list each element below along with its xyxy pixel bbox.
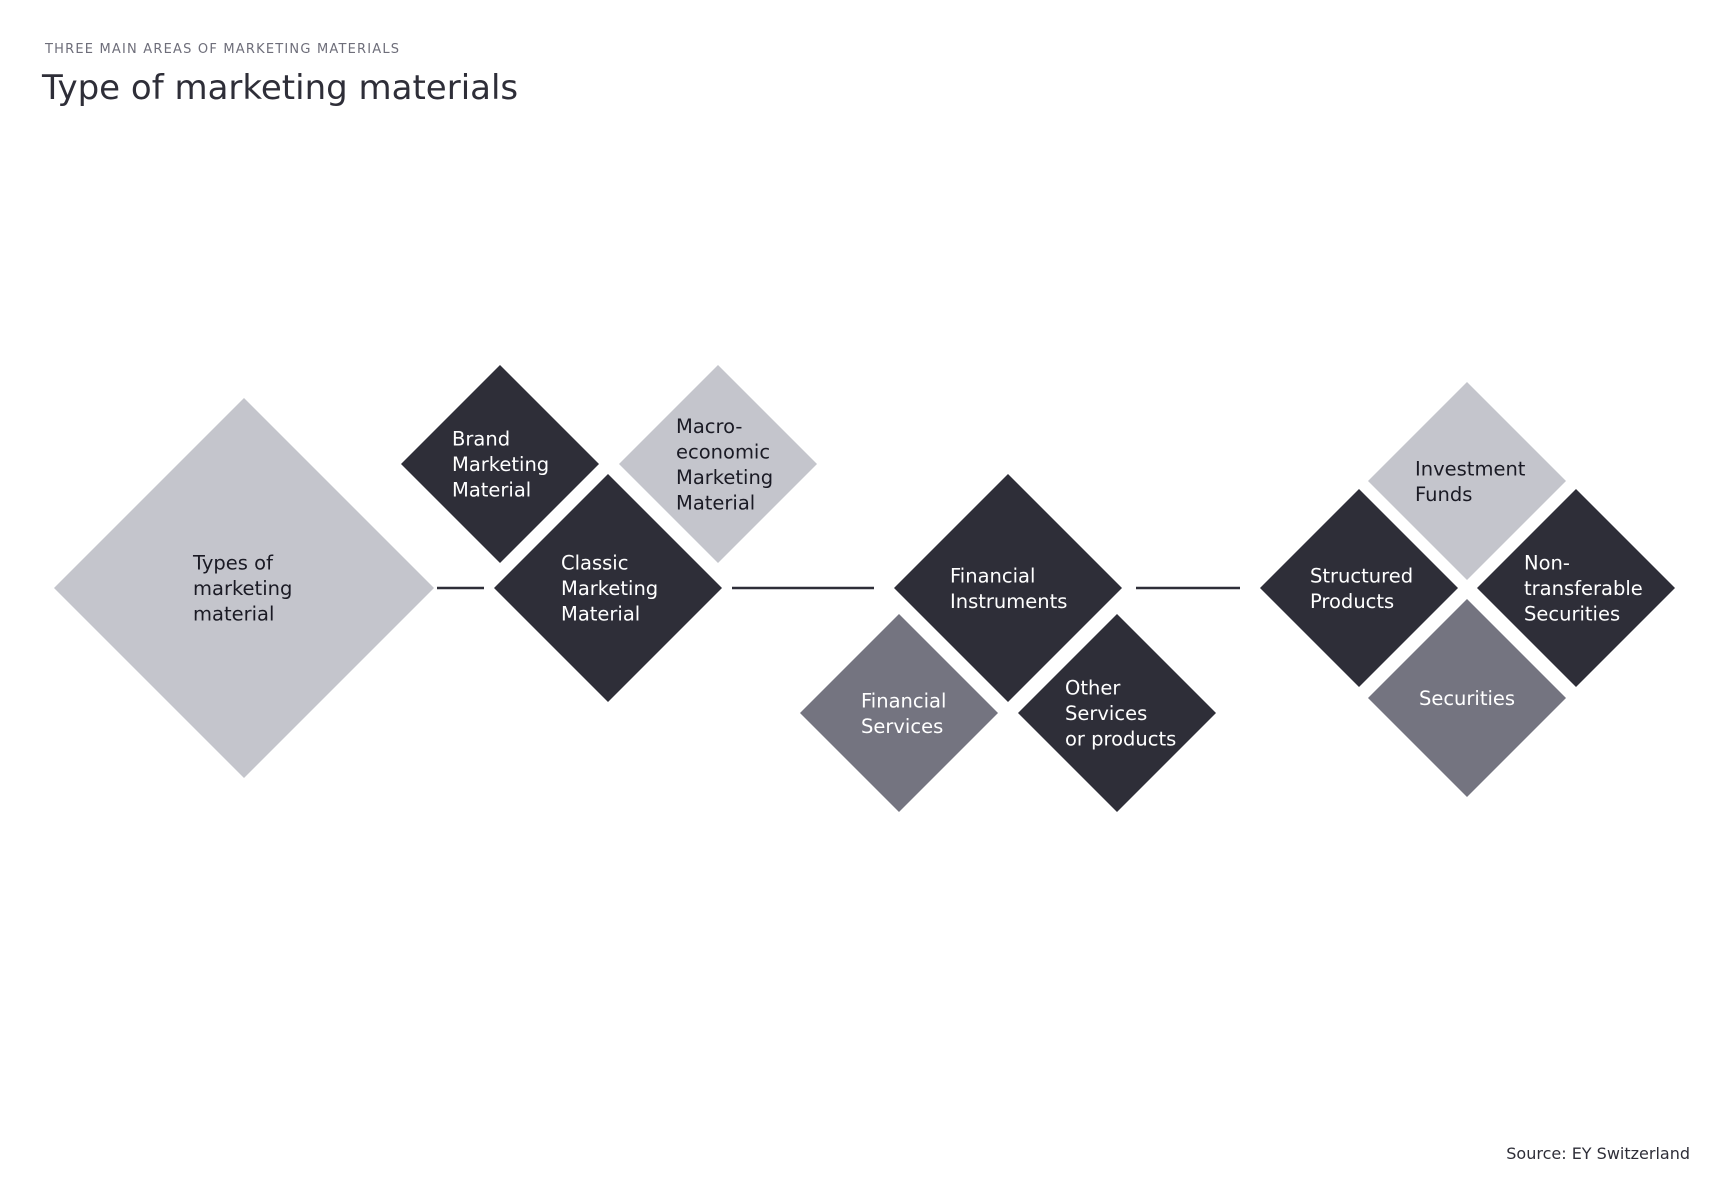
diamond-label-line: Funds <box>1415 483 1472 506</box>
diamond-shape <box>1018 614 1216 812</box>
diamond-label-line: transferable <box>1524 577 1643 600</box>
diamond-label-line: Products <box>1310 590 1394 613</box>
diamond-label-line: Securities <box>1419 687 1515 710</box>
diamond-shape <box>494 474 722 702</box>
diamond-label-line: Services <box>861 715 943 738</box>
diamond-label-line: Financial <box>861 689 946 712</box>
diamond-label-line: Investment <box>1415 457 1526 480</box>
diamond-label-line: Material <box>676 491 755 514</box>
diamond-label-line: or products <box>1065 728 1176 751</box>
diamond-label-line: material <box>193 603 274 626</box>
diamond-label-line: Marketing <box>676 466 773 489</box>
diamond-label-line: Marketing <box>561 577 658 600</box>
diamond-label-line: Financial <box>950 564 1035 587</box>
diamond-label-line: Other <box>1065 677 1121 700</box>
diamond-shape <box>54 398 434 778</box>
page-title: Type of marketing materials <box>42 68 519 108</box>
diamond-label-line: Instruments <box>950 590 1067 613</box>
diamond-node-securities: Securities <box>1368 599 1566 797</box>
diamond-label-line: Marketing <box>452 453 549 476</box>
diamond-label-line: Brand <box>452 428 510 451</box>
diamond-label-line: Securities <box>1524 603 1620 626</box>
diamond-shape <box>1477 489 1675 687</box>
diamond-shape <box>1368 599 1566 797</box>
diamond-shape <box>800 614 998 812</box>
diamond-shape <box>1368 382 1566 580</box>
diamond-label-line: economic <box>676 440 770 463</box>
diamond-label-line: Services <box>1065 702 1147 725</box>
diamond-shape <box>894 474 1122 702</box>
eyebrow-label: THREE MAIN AREAS OF MARKETING MATERIALS <box>45 42 401 57</box>
diamond-label-line: Material <box>561 603 640 626</box>
diamond-shape <box>619 365 817 563</box>
diamond-label-line: Non- <box>1524 552 1570 575</box>
diamond-label-line: Structured <box>1310 564 1413 587</box>
diamond-label-line: Macro- <box>676 415 742 438</box>
diamond-label-line: Types of <box>192 552 274 575</box>
diamond-shape <box>401 365 599 563</box>
diamond-label-line: marketing <box>193 577 292 600</box>
diamond-label-line: Material <box>452 479 531 502</box>
diamond-label-line: Classic <box>561 552 628 575</box>
source-note: Source: EY Switzerland <box>1506 1144 1690 1163</box>
diamond-label: Securities <box>1419 687 1515 710</box>
diamond-shape <box>1260 489 1458 687</box>
